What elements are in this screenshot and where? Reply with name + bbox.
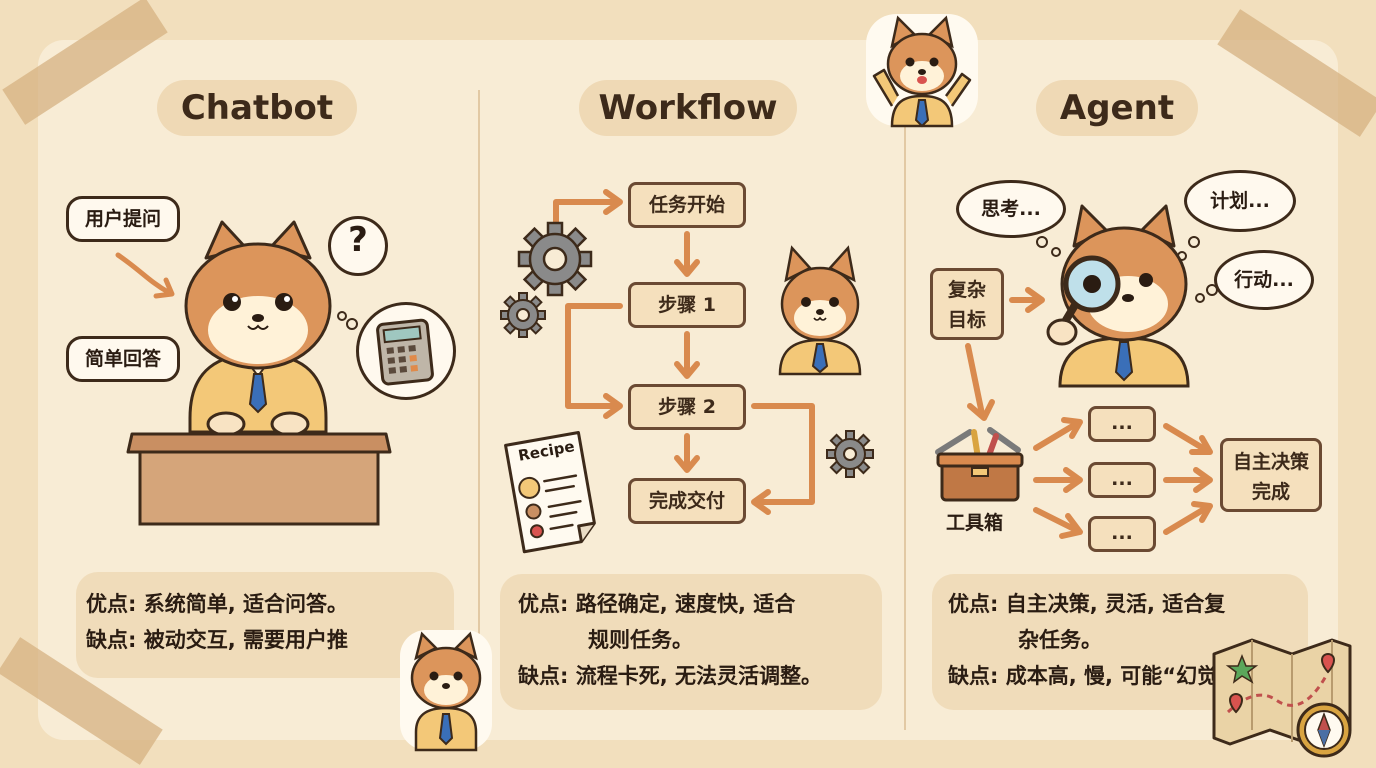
- gear-large-icon: [517, 221, 593, 297]
- workflow-pros-cons-note: 优点: 路径确定, 速度快, 适合 规则任务。 缺点: 流程卡死, 无法灵活调整…: [500, 574, 882, 710]
- workflow-pros-row-2: 规则任务。: [518, 622, 882, 658]
- workflow-pros-label: 优点:: [518, 592, 569, 616]
- agent-cons-text: 成本高, 慢, 可能“幻觉”: [1005, 664, 1232, 688]
- agent-option-3: ...: [1088, 516, 1156, 552]
- gear-small-icon: [500, 292, 546, 338]
- agent-option-1: ...: [1088, 406, 1156, 442]
- chatbot-title: Chatbot: [157, 80, 357, 136]
- plan-thought-bubble: 计划...: [1184, 170, 1296, 232]
- workflow-pros-line2: 规则任务。: [588, 628, 693, 652]
- shiba-waving-sticker-icon: [866, 14, 978, 128]
- agent-option-2: ...: [1088, 462, 1156, 498]
- chatbot-arrow-icon: [115, 252, 175, 299]
- agent-cons-row: 缺点: 成本高, 慢, 可能“幻觉”: [948, 658, 1308, 694]
- workflow-cons-text: 流程卡死, 无法灵活调整。: [575, 664, 823, 688]
- workflow-pros-row: 优点: 路径确定, 速度快, 适合: [518, 586, 882, 622]
- chatbot-pros-cons-note: 优点: 系统简单, 适合问答。 缺点: 被动交互, 需要用户推: [76, 572, 454, 678]
- shiba-sticker-bottom-icon: [400, 630, 492, 752]
- chatbot-cons-row: 缺点: 被动交互, 需要用户推: [86, 622, 454, 658]
- agent-pros-label: 优点:: [948, 592, 999, 616]
- agent-title: Agent: [1036, 80, 1198, 136]
- workflow-arrows-icon: [553, 189, 815, 515]
- agent-pros-line1: 自主决策, 灵活, 适合复: [1005, 592, 1226, 616]
- chatbot-cons-text: 被动交互, 需要用户推: [143, 628, 349, 652]
- workflow-step-start: 任务开始: [628, 182, 746, 228]
- agent-pros-row: 优点: 自主决策, 灵活, 适合复: [948, 586, 1308, 622]
- agent-arrows-icon: [965, 287, 1213, 539]
- chatbot-cons-label: 缺点:: [86, 628, 137, 652]
- act-thought-bubble: 行动...: [1214, 250, 1314, 310]
- workflow-cons-row: 缺点: 流程卡死, 无法灵活调整。: [518, 658, 882, 694]
- toolbox-label: 工具箱: [946, 512, 1004, 534]
- simple-answer-bubble: 简单回答: [66, 336, 180, 382]
- workflow-step-done: 完成交付: [628, 478, 746, 524]
- chatbot-pros-row: 优点: 系统简单, 适合问答。: [86, 586, 454, 622]
- workflow-step-2: 步骤 2: [628, 384, 746, 430]
- shiba-workflow-icon: [778, 245, 862, 376]
- agent-pros-line2: 杂任务。: [1018, 628, 1102, 652]
- complex-goal-box: 复杂 目标: [930, 268, 1004, 340]
- shiba-at-desk-icon: [126, 220, 392, 526]
- map-compass-icon: [1212, 638, 1352, 758]
- workflow-cons-label: 缺点:: [518, 664, 569, 688]
- thought-dots-icon: [337, 311, 358, 330]
- divider-left: [478, 90, 480, 730]
- chatbot-pros-text: 系统简单, 适合问答。: [143, 592, 349, 616]
- user-question-bubble: 用户提问: [66, 196, 180, 242]
- autonomous-decision-box: 自主决策 完成: [1220, 438, 1322, 512]
- divider-right: [904, 90, 906, 730]
- think-thought-bubble: 思考...: [956, 180, 1066, 238]
- toolbox-icon: [935, 427, 1024, 502]
- workflow-pros-line1: 路径确定, 速度快, 适合: [575, 592, 796, 616]
- workflow-title: Workflow: [579, 80, 797, 136]
- agent-thought-dots-icon: [1036, 236, 1218, 303]
- calculator-icon: [376, 318, 434, 386]
- question-mark-text: ?: [348, 220, 368, 260]
- gear-right-icon: [826, 430, 874, 478]
- agent-cons-label: 缺点:: [948, 664, 999, 688]
- shiba-magnifier-icon: [1046, 204, 1190, 388]
- agent-pros-row-2: 杂任务。: [948, 622, 1308, 658]
- recipe-card-icon: [504, 431, 596, 554]
- question-thought-bubble: [328, 216, 388, 276]
- chatbot-pros-label: 优点:: [86, 592, 137, 616]
- workflow-step-1: 步骤 1: [628, 282, 746, 328]
